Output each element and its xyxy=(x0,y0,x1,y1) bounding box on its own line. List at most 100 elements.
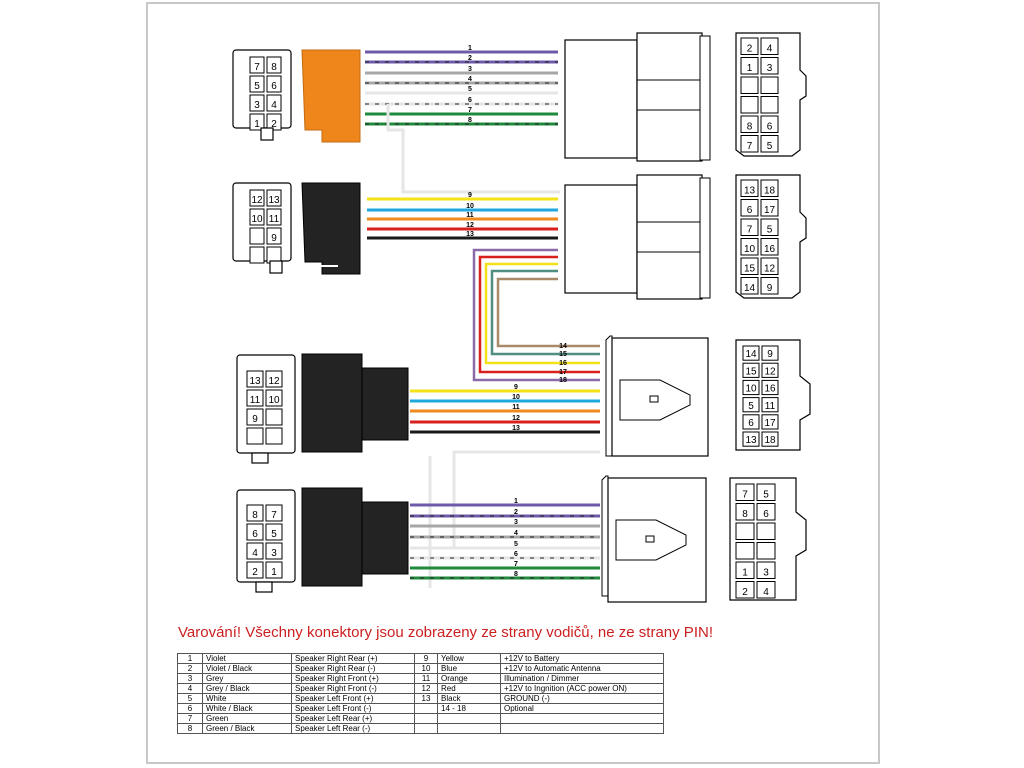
pin-number: 15 xyxy=(744,264,756,275)
pin-number: 4 xyxy=(252,548,258,559)
legend-cell: 5 xyxy=(177,693,203,704)
wire-number-label: 13 xyxy=(512,425,520,432)
legend-cell: Speaker Left Rear (+) xyxy=(291,713,415,724)
pin-number: 7 xyxy=(271,510,277,521)
legend-cell: 14 - 18 xyxy=(437,703,501,714)
wire-number-label: 10 xyxy=(466,203,474,210)
connector-pin xyxy=(249,75,265,93)
connector-pin xyxy=(246,504,264,522)
legend-cell: White xyxy=(202,693,292,704)
legend-cell xyxy=(500,723,664,734)
connector-pin xyxy=(265,389,283,407)
legend-cell: White / Black xyxy=(202,703,292,714)
connector-pin xyxy=(246,427,264,445)
legend-cell: Violet xyxy=(202,653,292,664)
connector-pin xyxy=(740,57,759,75)
connector-pin xyxy=(740,179,759,197)
pin-number: 12 xyxy=(764,366,776,377)
connector-pin xyxy=(756,483,776,501)
wire-optional xyxy=(490,269,600,356)
connector-pin xyxy=(760,277,779,295)
legend-cell: Speaker Right Rear (+) xyxy=(291,653,415,664)
connector-pin xyxy=(249,246,265,264)
pin-number: 5 xyxy=(254,81,260,92)
pin-number: 5 xyxy=(763,490,769,501)
connector-pin xyxy=(740,238,759,256)
connector-pin xyxy=(266,75,282,93)
legend-cell: Green / Black xyxy=(202,723,292,734)
legend-cell: +12V to Battery xyxy=(500,653,664,664)
wire-number-label: 9 xyxy=(514,384,518,391)
connector-latch-side xyxy=(601,475,609,597)
connector-pin xyxy=(266,227,282,245)
pin-number: 18 xyxy=(764,186,776,197)
wire-number-label: 7 xyxy=(514,561,518,568)
connector-pin xyxy=(742,379,760,396)
pin-number: 2 xyxy=(271,119,277,130)
wire-number-label: 16 xyxy=(559,360,567,367)
pin-number: 6 xyxy=(767,122,773,133)
pin-number: 11 xyxy=(250,395,261,406)
connector-pin xyxy=(761,345,779,361)
pin-number: 6 xyxy=(747,205,753,216)
connector-pin xyxy=(266,113,282,131)
wire-number-label: 6 xyxy=(514,551,518,558)
connector-pin xyxy=(265,542,283,560)
connector-pin xyxy=(740,218,759,236)
pin-number: 9 xyxy=(767,283,773,294)
connector-pin xyxy=(740,135,759,153)
wire-number-label: 5 xyxy=(468,86,472,93)
legend-cell: 3 xyxy=(177,673,203,684)
connector-pin xyxy=(265,523,283,541)
pin-number: 2 xyxy=(742,587,748,598)
pin-number: 8 xyxy=(271,62,277,73)
connector-pin xyxy=(740,37,759,55)
connector-pin xyxy=(265,408,283,426)
wire-number-label: 14 xyxy=(559,343,567,350)
pin-number: 13 xyxy=(744,186,756,197)
pin-number: 12 xyxy=(251,195,263,206)
connector-pin xyxy=(756,581,776,599)
connector-pin xyxy=(735,503,755,521)
connector-pin xyxy=(742,431,760,447)
connector-pin xyxy=(761,397,779,413)
connector-pin xyxy=(246,370,264,388)
legend-cell: 4 xyxy=(177,683,203,694)
legend-cell: 7 xyxy=(177,713,203,724)
connector-latch xyxy=(269,260,283,274)
legend-cell: 6 xyxy=(177,703,203,714)
connector-pin xyxy=(742,397,760,413)
pin-number: 8 xyxy=(742,509,748,520)
connector-pin xyxy=(761,379,779,396)
wire-number-label: 5 xyxy=(514,541,518,548)
connector-pin xyxy=(761,414,779,430)
black-connector-body-d xyxy=(301,487,363,587)
connector-pin xyxy=(735,522,755,540)
connector-latch-side xyxy=(605,335,613,457)
pin-number: 10 xyxy=(745,384,757,395)
legend-cell: 11 xyxy=(414,673,438,684)
connector-pin xyxy=(735,561,755,579)
pin-number: 17 xyxy=(764,418,776,429)
connector-pin xyxy=(266,56,282,74)
pin-number: 6 xyxy=(763,509,769,520)
pin-number: 7 xyxy=(742,490,748,501)
pin-number: 12 xyxy=(764,264,776,275)
head-unit-connector-top xyxy=(564,39,638,159)
pin-number: 1 xyxy=(271,567,277,578)
connector-pin xyxy=(249,208,265,226)
pin-number: 7 xyxy=(747,225,753,236)
pin-number: 7 xyxy=(747,141,753,152)
legend-cell: 1 xyxy=(177,653,203,664)
legend-cell: 10 xyxy=(414,663,438,674)
legend-cell: Speaker Right Front (+) xyxy=(291,673,415,684)
wire-number-label: 11 xyxy=(466,212,474,219)
connector-pin xyxy=(760,257,779,275)
connector-pin xyxy=(761,362,779,378)
pin-number: 2 xyxy=(252,567,258,578)
wire-number-label: 2 xyxy=(514,509,518,516)
connector-pin xyxy=(756,542,776,560)
